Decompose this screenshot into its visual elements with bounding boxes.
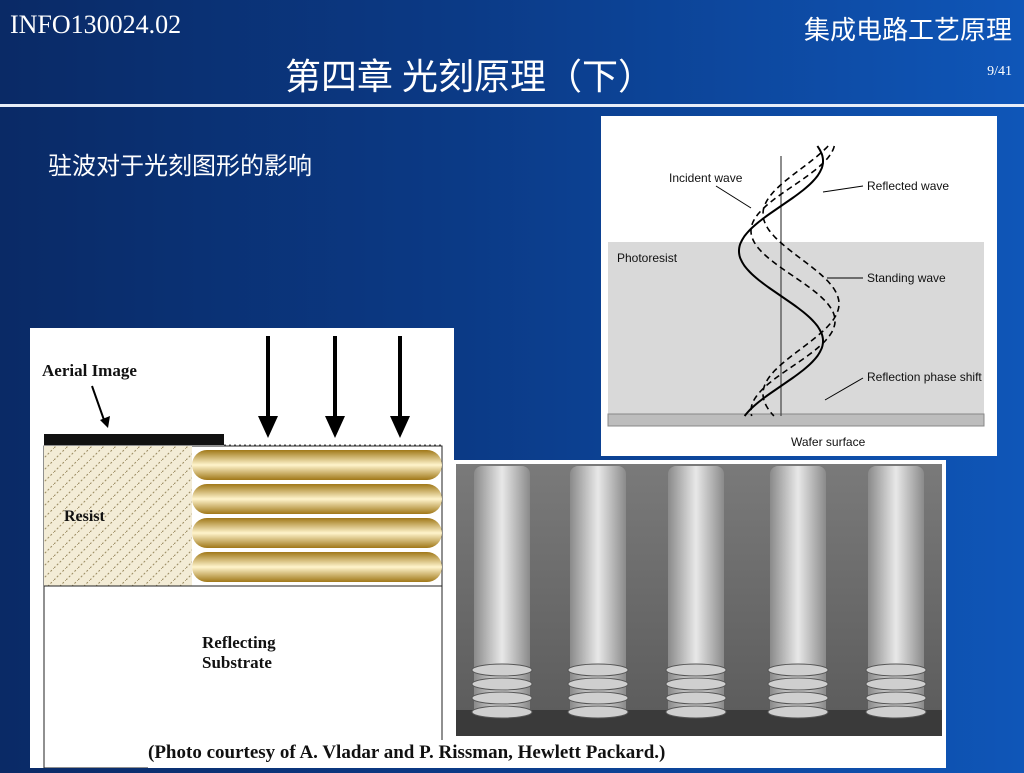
sem-ripple xyxy=(767,677,829,691)
sem-ripple xyxy=(471,677,533,691)
sem-ripple xyxy=(665,663,727,677)
standing-wave-curve xyxy=(762,145,840,417)
substrate-label-line2: Substrate xyxy=(202,653,272,672)
sem-ripple xyxy=(865,677,927,691)
incident-pointer xyxy=(715,185,752,209)
aerial-image-label: Aerial Image xyxy=(42,361,137,380)
header-divider xyxy=(0,104,1024,107)
phase-shift-pointer xyxy=(824,377,864,401)
course-name: 集成电路工艺原理 xyxy=(803,16,1012,45)
reflected-pointer xyxy=(822,185,864,193)
sem-photo-panel: (Photo courtesy of A. Vladar and P. Riss… xyxy=(154,460,946,768)
photoresist-label: Photoresist xyxy=(617,251,678,265)
sem-ripple xyxy=(471,663,533,677)
wafer-label: Wafer surface xyxy=(791,435,866,449)
sem-ripple xyxy=(767,705,829,719)
sem-ripple xyxy=(567,663,629,677)
substrate-label-line1: Reflecting xyxy=(202,633,276,652)
exposure-arrows xyxy=(266,336,402,420)
arrow-head-2 xyxy=(325,416,345,438)
sem-ripple xyxy=(471,691,533,705)
resist-label: Resist xyxy=(64,508,106,525)
incident-wave-curve xyxy=(738,145,824,417)
sem-ripple xyxy=(665,691,727,705)
course-code: INFO130024.02 xyxy=(10,10,182,39)
aerial-pointer xyxy=(91,385,105,421)
caption-text: (Photo courtesy of A. Vladar and P. Riss… xyxy=(148,742,666,763)
standing-wave-svg: Incident wave Reflected wave Photoresist… xyxy=(607,145,985,449)
arrow-head-3 xyxy=(390,416,410,438)
sem-ripple xyxy=(665,677,727,691)
substrate-block xyxy=(43,585,443,769)
photoresist-layer xyxy=(608,242,984,414)
unexposed-resist xyxy=(44,446,192,586)
slide-subtitle: 驻波对于光刻图形的影响 xyxy=(48,152,312,180)
sem-ripple xyxy=(471,705,533,719)
sem-ripple xyxy=(865,691,927,705)
resist-exposure-svg: Aerial Image Resist Reflecting Substrate xyxy=(42,336,443,769)
sem-ripple xyxy=(767,691,829,705)
aerial-pointer-head xyxy=(100,416,110,428)
wafer-layer xyxy=(607,413,985,427)
phase-shift-label: Reflection phase shift xyxy=(867,370,982,384)
sem-ripple xyxy=(567,677,629,691)
sem-ripple xyxy=(567,691,629,705)
page-number: 9/41 xyxy=(987,64,1012,79)
page-title: 第四章 光刻原理（下） xyxy=(285,57,655,97)
reflected-label: Reflected wave xyxy=(867,179,949,193)
sem-photo: (Photo courtesy of A. Vladar and P. Riss… xyxy=(154,464,942,765)
sem-resist-lines xyxy=(474,466,924,716)
sem-ripple xyxy=(665,705,727,719)
incident-label: Incident wave xyxy=(669,171,743,185)
standing-label: Standing wave xyxy=(867,271,946,285)
mask-bar xyxy=(44,434,224,445)
caption-strip xyxy=(148,740,848,768)
arrow-head-1 xyxy=(258,416,278,438)
reflected-wave-curve xyxy=(750,145,836,417)
sem-ripples xyxy=(471,663,927,719)
resist-exposure-figure: Aerial Image Resist Reflecting Substrate xyxy=(30,328,454,769)
sem-ripple xyxy=(567,705,629,719)
exposed-resist-bands xyxy=(192,450,442,582)
sem-ripple xyxy=(865,705,927,719)
sem-ripple xyxy=(865,663,927,677)
sem-ripple xyxy=(767,663,829,677)
standing-wave-figure: Incident wave Reflected wave Photoresist… xyxy=(601,116,997,456)
